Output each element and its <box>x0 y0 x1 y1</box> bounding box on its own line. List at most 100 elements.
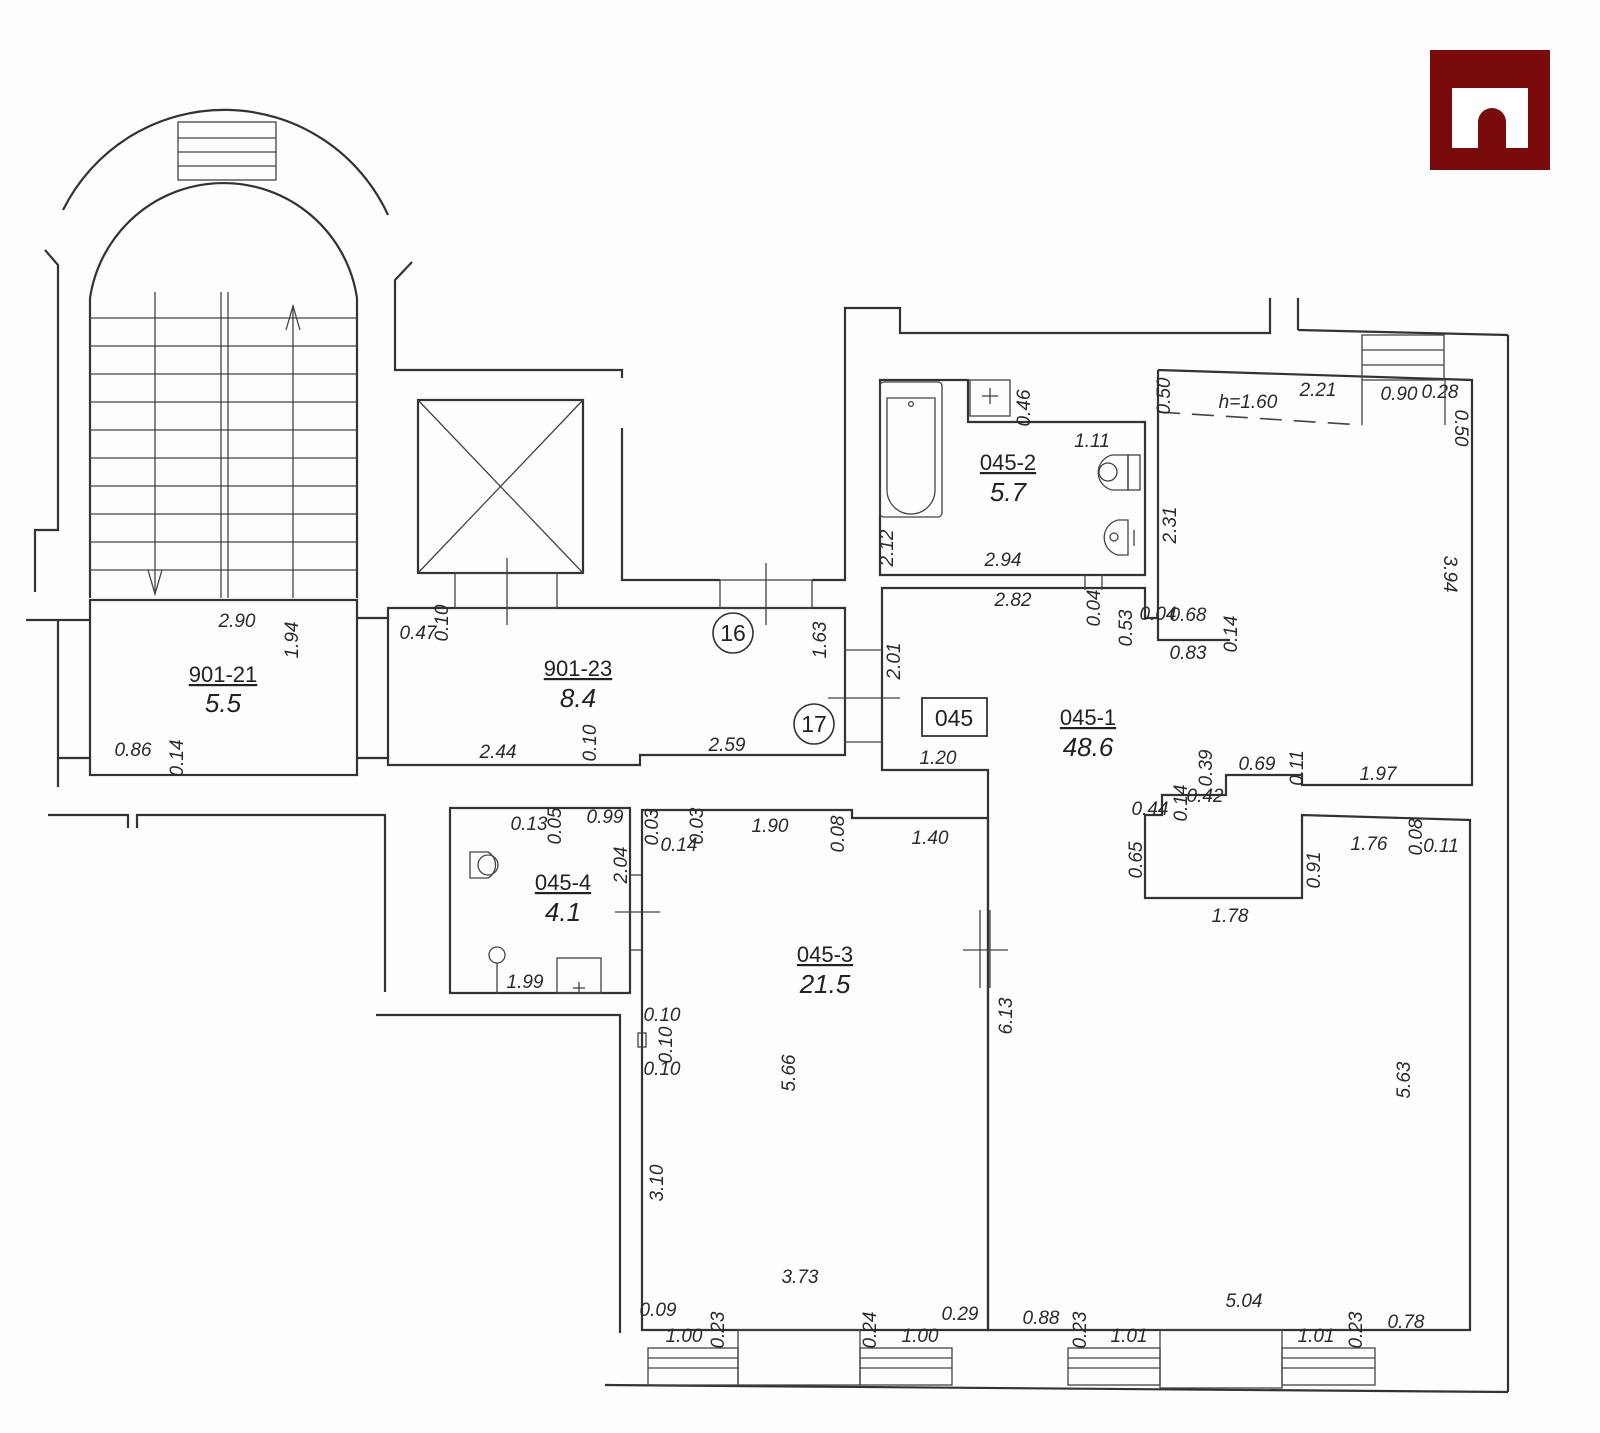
dimension-label: 0.47 <box>400 623 438 644</box>
dimension-label: 0.10 <box>644 1005 681 1026</box>
dimension-label: 0.88 <box>1023 1308 1060 1329</box>
dimension-label: 0.99 <box>587 807 624 828</box>
arch-logo-icon <box>1430 50 1550 170</box>
unit-badge: 045 <box>921 697 988 737</box>
dimension-label: 2.12 <box>877 529 898 567</box>
height-note: h=1.60 <box>1219 392 1278 413</box>
dimension-label: 0.13 <box>511 814 548 835</box>
dimension-label: 2.90 <box>218 611 256 632</box>
dimension-label: 2.04 <box>611 847 632 885</box>
dimension-label: 1.90 <box>752 816 789 837</box>
dimension-label: 0.29 <box>942 1304 979 1325</box>
stair-tower <box>33 108 624 598</box>
dimension-label: 1.94 <box>282 622 303 659</box>
dimension-label: 2.82 <box>994 590 1032 611</box>
room-id: 045-4 <box>535 870 591 895</box>
dimension-label: 0.69 <box>1239 754 1276 775</box>
dimension-label: 1.00 <box>666 1326 703 1347</box>
marker-label: 16 <box>720 620 746 646</box>
dimension-label: 0.46 <box>1014 389 1035 426</box>
dimension-label: 2.21 <box>1299 380 1337 401</box>
dimension-label: 0.03 <box>642 808 663 845</box>
dimension-label: 0.11 <box>1423 836 1459 857</box>
dimension-label: 0.14 <box>1221 616 1242 653</box>
dimension-label: 1.00 <box>902 1326 939 1347</box>
dimension-label: 5.63 <box>1394 1061 1415 1098</box>
room-id: 901-21 <box>189 662 258 687</box>
dimension-label: 0.04 <box>1084 590 1105 627</box>
dimension-label: 2.31 <box>1160 507 1181 545</box>
dimension-label: 0.28 <box>1422 382 1459 403</box>
dimension-label: 0.10 <box>644 1059 681 1080</box>
room-045-1: 045-1 48.6 <box>1060 705 1116 762</box>
room-area: 5.7 <box>990 477 1028 507</box>
dimension-label: 0.04 <box>1140 604 1177 625</box>
dimension-label: 1.01 <box>1298 1326 1335 1347</box>
dimension-label: 3.94 <box>1439 556 1460 593</box>
dimension-label: 1.76 <box>1351 834 1388 855</box>
dimension-label: 0.83 <box>1170 643 1207 664</box>
dimension-label: 0.10 <box>656 1026 677 1063</box>
marker-17: 17 <box>793 703 835 745</box>
dimension-label: 1.01 <box>1111 1326 1148 1347</box>
dimension-label: 0.39 <box>1196 749 1217 786</box>
room-id: 045-3 <box>797 942 853 967</box>
dimension-label: 0.05 <box>545 807 566 844</box>
room-area: 48.6 <box>1063 732 1114 762</box>
dimension-label: 0.11 <box>1287 750 1308 786</box>
dimension-label: 0.53 <box>1116 609 1137 646</box>
dimension-label: 0.23 <box>1346 1311 1367 1348</box>
dimension-label: 0.10 <box>580 724 601 761</box>
dimension-label: 1.99 <box>507 972 544 993</box>
dimension-label: 0.23 <box>708 1311 729 1348</box>
room-area: 21.5 <box>799 969 851 999</box>
bathroom-045-2 <box>878 378 1147 577</box>
dimension-label: 1.97 <box>1360 764 1398 785</box>
dimension-label: 1.63 <box>810 621 831 658</box>
dimension-label: 1.40 <box>912 828 949 849</box>
dimension-label: 2.44 <box>479 742 517 763</box>
dimension-label: 2.59 <box>708 735 746 756</box>
dimension-label: 0.50 <box>1450 410 1471 447</box>
dimension-label: 2.01 <box>884 643 905 681</box>
dimension-label: 0.10 <box>432 604 453 641</box>
dimension-label: 5.66 <box>779 1054 800 1091</box>
dimension-label: 0.42 <box>1187 786 1224 807</box>
dimension-label: 0.14 <box>167 740 188 777</box>
room-area: 4.1 <box>545 897 581 927</box>
dimension-label: 0.90 <box>1381 384 1418 405</box>
dimension-label: 0.50 <box>1154 377 1175 414</box>
room-area: 5.5 <box>205 688 242 718</box>
dimension-label: 0.44 <box>1132 799 1169 820</box>
unit-label: 045 <box>935 705 973 731</box>
dimension-label: 0.08 <box>828 815 849 852</box>
dimension-label: 0.23 <box>1070 1311 1091 1348</box>
dimension-label: 0.65 <box>1126 841 1147 878</box>
dimension-label: 5.04 <box>1226 1291 1263 1312</box>
room-901-23: 901-23 8.4 <box>544 656 613 713</box>
dimension-label: 0.91 <box>1304 852 1325 889</box>
room-045-4: 045-4 4.1 <box>535 870 591 927</box>
dimension-label: 3.73 <box>782 1267 819 1288</box>
dimension-label: 1.11 <box>1074 431 1110 452</box>
dimension-label: 0.03 <box>687 807 708 844</box>
corridor-walls <box>26 298 1510 1392</box>
room-901-21: 901-21 5.5 <box>189 662 258 718</box>
room-045-2: 045-2 5.7 <box>980 450 1036 507</box>
dimension-label: 6.13 <box>996 997 1017 1034</box>
dimension-label: 0.14 <box>1171 785 1192 822</box>
marker-label: 17 <box>801 711 827 737</box>
room-id: 045-2 <box>980 450 1036 475</box>
dimension-label: 0.86 <box>115 740 152 761</box>
dimension-label: 0.09 <box>640 1300 677 1321</box>
room-area: 8.4 <box>560 683 596 713</box>
marker-16: 16 <box>712 612 754 654</box>
room-045-3: 045-3 21.5 <box>797 942 853 999</box>
dimension-label: 1.20 <box>920 748 957 769</box>
dimension-label: 0.08 <box>1406 818 1427 855</box>
room-id: 045-1 <box>1060 705 1116 730</box>
dimension-label: 0.24 <box>860 1312 881 1349</box>
dimension-label: 0.14 <box>661 835 698 856</box>
